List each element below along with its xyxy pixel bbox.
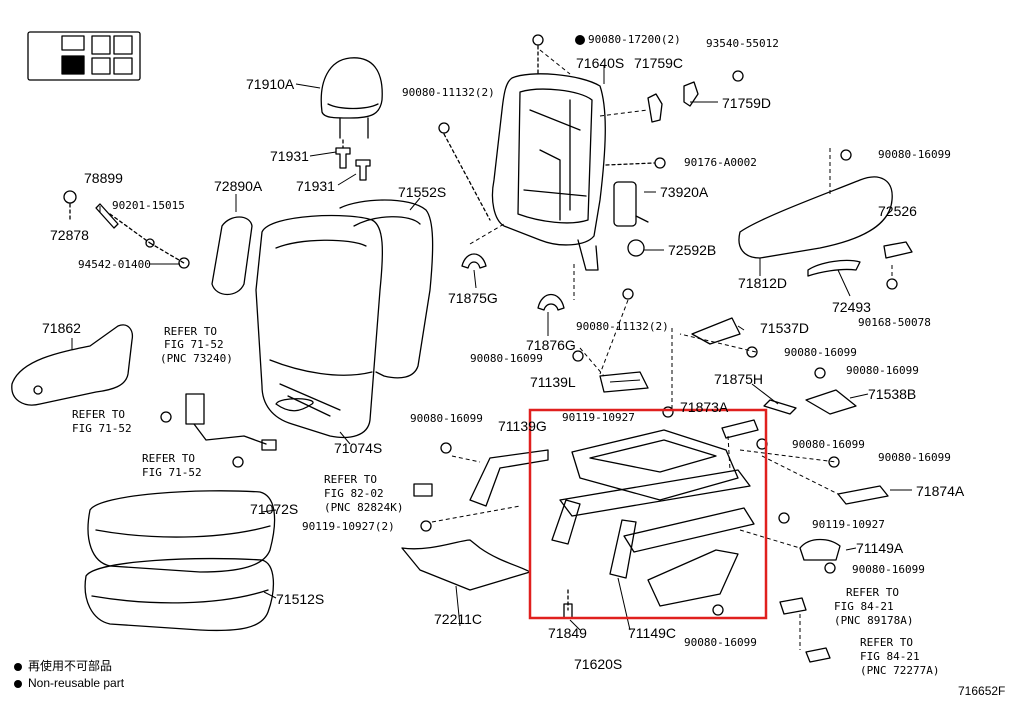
refer-label-4a: REFER TO [324,473,377,486]
part-label-71149A: 71149A [856,540,904,556]
part-label-90080-11132-bottom: 90080-11132(2) [576,320,669,333]
belt-buckle [160,393,277,468]
refer-label-1b: FIG 71-52 [164,338,224,351]
part-label-90176-A0002: 90176-A0002 [684,156,757,169]
refer-label-3b: FIG 71-52 [142,466,202,479]
part-label-78899: 78899 [84,170,123,186]
refer-label-1a: REFER TO [164,325,217,338]
part-label-90080-17200: 90080-17200(2) [588,33,681,46]
figure-id: 716652F [958,684,1006,698]
part-label-71072S: 71072S [250,501,299,517]
refer-label-5b: FIG 84-21 [834,600,894,613]
part-label-71538B: 71538B [868,386,917,402]
part-label-90080-16099-d: 90080-16099 [878,148,951,161]
part-label-71931-a: 71931 [270,148,309,164]
part-label-90080-11132-top: 90080-11132(2) [402,86,495,99]
side-shield [11,324,134,406]
refer-label-2a: REFER TO [72,408,125,421]
part-label-71620S: 71620S [574,656,623,672]
seat-cushion-cover [84,490,276,632]
part-label-90080-16099-g: 90080-16099 [792,438,865,451]
part-label-72890A: 72890A [214,178,263,194]
part-label-90168-50078: 90168-50078 [858,316,931,329]
part-label-71149C: 71149C [628,625,677,641]
part-label-90201-15015: 90201-15015 [112,199,185,212]
refer-label-1c: (PNC 73240) [160,352,233,365]
refer-label-6a: REFER TO [860,636,913,649]
legend-text-jp: 再使用不可部品 [28,659,113,673]
part-label-90080-16099-a: 90080-16099 [470,352,543,365]
part-label-72878: 72878 [50,227,89,243]
seatback-frame [491,34,744,271]
part-label-71875H: 71875H [714,371,764,387]
part-label-71910A: 71910A [246,76,295,92]
part-label-71512S: 71512S [276,591,325,607]
headrest-guides [335,139,371,181]
part-label-71139G: 71139G [498,418,547,434]
refer-label-6c: (PNC 72277A) [860,664,940,677]
legend-row-1: 再使用不可部品 [14,657,112,674]
refer-label-5a: REFER TO [846,586,899,599]
part-label-72526: 72526 [878,203,917,219]
headrest [320,57,383,139]
part-label-71640S: 71640S [576,55,625,71]
filled-dot-icon [14,662,22,671]
part-label-71875G: 71875G [448,290,498,306]
part-label-71552S: 71552S [398,184,447,200]
part-label-72493: 72493 [832,299,871,315]
refer-label-3a: REFER TO [142,452,195,465]
seat-track-assembly [551,406,755,619]
part-label-90080-16099-b: 90080-16099 [410,412,483,425]
refer-label-5c: (PNC 89178A) [834,614,914,627]
part-label-72211C: 72211C [434,611,483,627]
part-label-90080-16099-e: 90080-16099 [784,346,857,359]
part-label-71812D: 71812D [738,275,788,291]
part-label-71931-b: 71931 [296,178,335,194]
part-label-71759D: 71759D [722,95,772,111]
part-label-90080-16099-h: 90080-16099 [878,451,951,464]
part-label-90080-16099-c: 90080-16099 [684,636,757,649]
part-label-73920A: 73920A [660,184,709,200]
refer-label-2b: FIG 71-52 [72,422,132,435]
part-label-71849: 71849 [548,625,587,641]
part-label-71862: 71862 [42,320,81,336]
part-label-71876G: 71876G [526,337,576,353]
part-label-71873A: 71873A [680,399,729,415]
part-label-71759C: 71759C [634,55,684,71]
part-label-93540-55012: 93540-55012 [706,37,779,50]
legend-text-en: Non-reusable part [28,676,125,690]
part-label-90119-10927-a: 90119-10927 [562,411,635,424]
refer-label-4c: (PNC 82824K) [324,501,404,514]
refer-label-4b: FIG 82-02 [324,487,384,500]
part-label-71074S: 71074S [334,440,383,456]
filled-dot-icon [14,679,22,688]
part-label-90119-10927-2: 90119-10927(2) [302,520,395,533]
part-label-90119-10927-b: 90119-10927 [812,518,885,531]
part-label-90080-16099-i: 90080-16099 [852,563,925,576]
refer-label-6b: FIG 84-21 [860,650,920,663]
part-label-94542-01400: 94542-01400 [78,258,151,271]
legend-row-2: Non-reusable part [14,676,124,690]
part-label-71874A: 71874A [916,483,965,499]
seatback-cover [255,199,434,439]
highlight-box [528,408,768,620]
seat-position-icon [27,31,141,81]
part-label-90080-16099-f: 90080-16099 [846,364,919,377]
part-label-71139L: 71139L [530,374,576,390]
part-label-72592B: 72592B [668,242,717,258]
part-label-71537D: 71537D [760,320,810,336]
